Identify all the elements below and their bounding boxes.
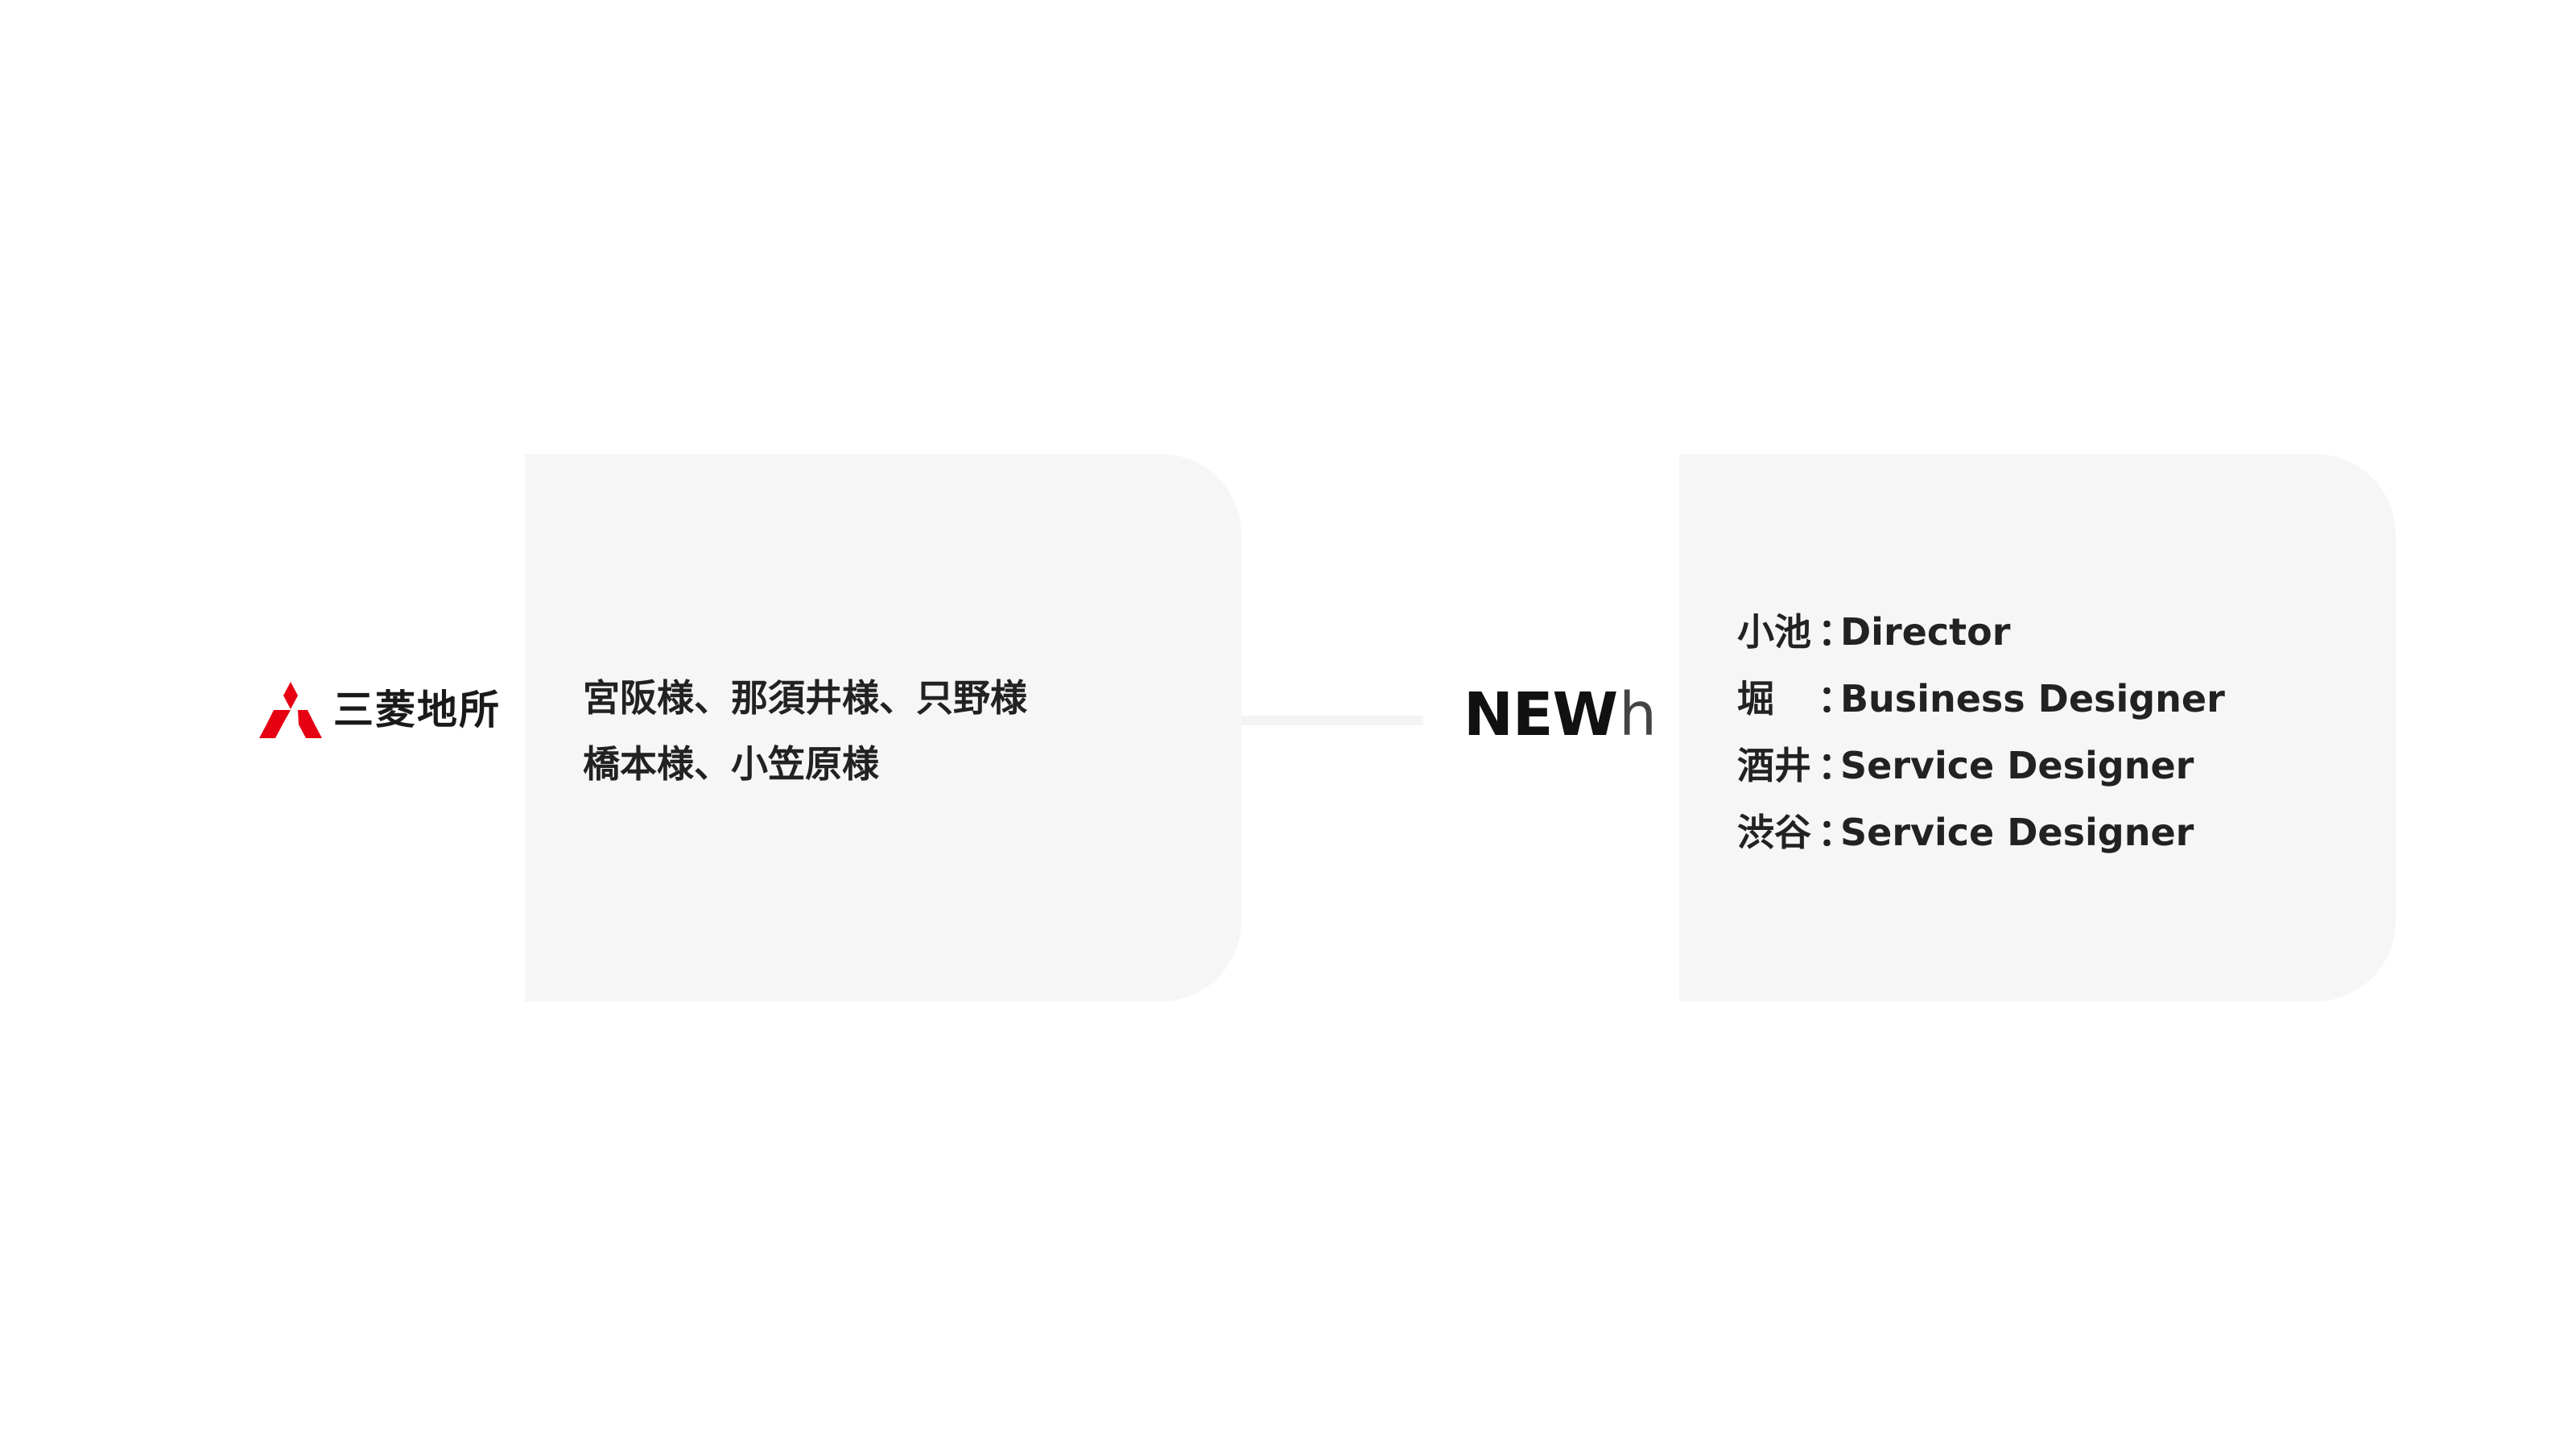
member-name: 酒井: [1737, 744, 1811, 787]
client-names-line: 宮阪様、那須井様、只野様: [583, 676, 1027, 720]
team-card: 小池：Director 堀：Business Designer 酒井：Servi…: [1679, 454, 2396, 1001]
brand-name: 三菱地所: [333, 687, 501, 733]
team-member: 堀 ：Business Designer: [1737, 666, 2225, 733]
member-role: Service Designer: [1840, 744, 2194, 787]
client-names-line: 橋本様、小笠原様: [583, 742, 879, 786]
client-names: 宮阪様、那須井様、只野様 橋本様、小笠原様: [583, 665, 1027, 797]
member-role: Service Designer: [1840, 811, 2194, 854]
member-role: Director: [1840, 610, 2011, 654]
member-separator: ：: [1818, 811, 1855, 854]
team-member: 小池：Director: [1737, 599, 2225, 666]
member-name: 小池: [1737, 610, 1811, 654]
team-member: 渋谷：Service Designer: [1737, 799, 2225, 866]
team-member: 酒井：Service Designer: [1737, 733, 2225, 799]
connector-line: [1241, 716, 1423, 725]
client-card: 宮阪様、那須井様、只野様 橋本様、小笠原様: [525, 454, 1241, 1001]
member-name: 堀: [1737, 677, 1774, 720]
newh-logo-light: h: [1619, 680, 1657, 749]
newh-logo-bold: NEW: [1463, 680, 1618, 749]
three-diamonds-icon: [259, 682, 322, 738]
member-separator: ：: [1818, 677, 1855, 720]
mitsubishi-estate-logo: 三菱地所: [259, 678, 501, 742]
member-role: Business Designer: [1840, 677, 2225, 720]
member-separator: ：: [1818, 744, 1855, 787]
member-separator: ：: [1818, 610, 1855, 654]
member-name: 渋谷: [1737, 811, 1811, 854]
team-list: 小池：Director 堀：Business Designer 酒井：Servi…: [1737, 599, 2225, 866]
